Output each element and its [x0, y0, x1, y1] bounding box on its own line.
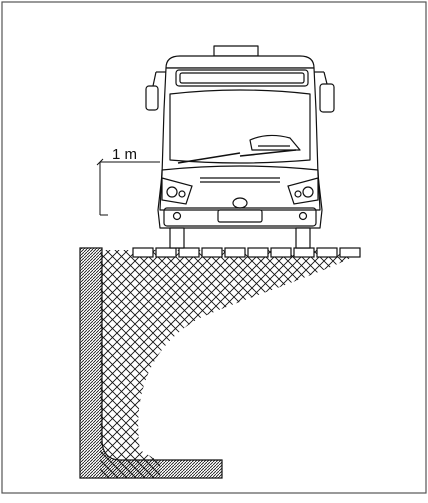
- height-dimension: [96, 158, 160, 216]
- retaining-wall: [79, 247, 223, 479]
- bus-mirrors: [145, 71, 335, 113]
- bus-front: [157, 45, 323, 249]
- paving-stones: [132, 247, 361, 258]
- soil-fill: [100, 250, 360, 478]
- drawing-frame: [1, 1, 427, 494]
- height-label: 1 m: [112, 146, 137, 163]
- bus-headlights: [161, 177, 319, 221]
